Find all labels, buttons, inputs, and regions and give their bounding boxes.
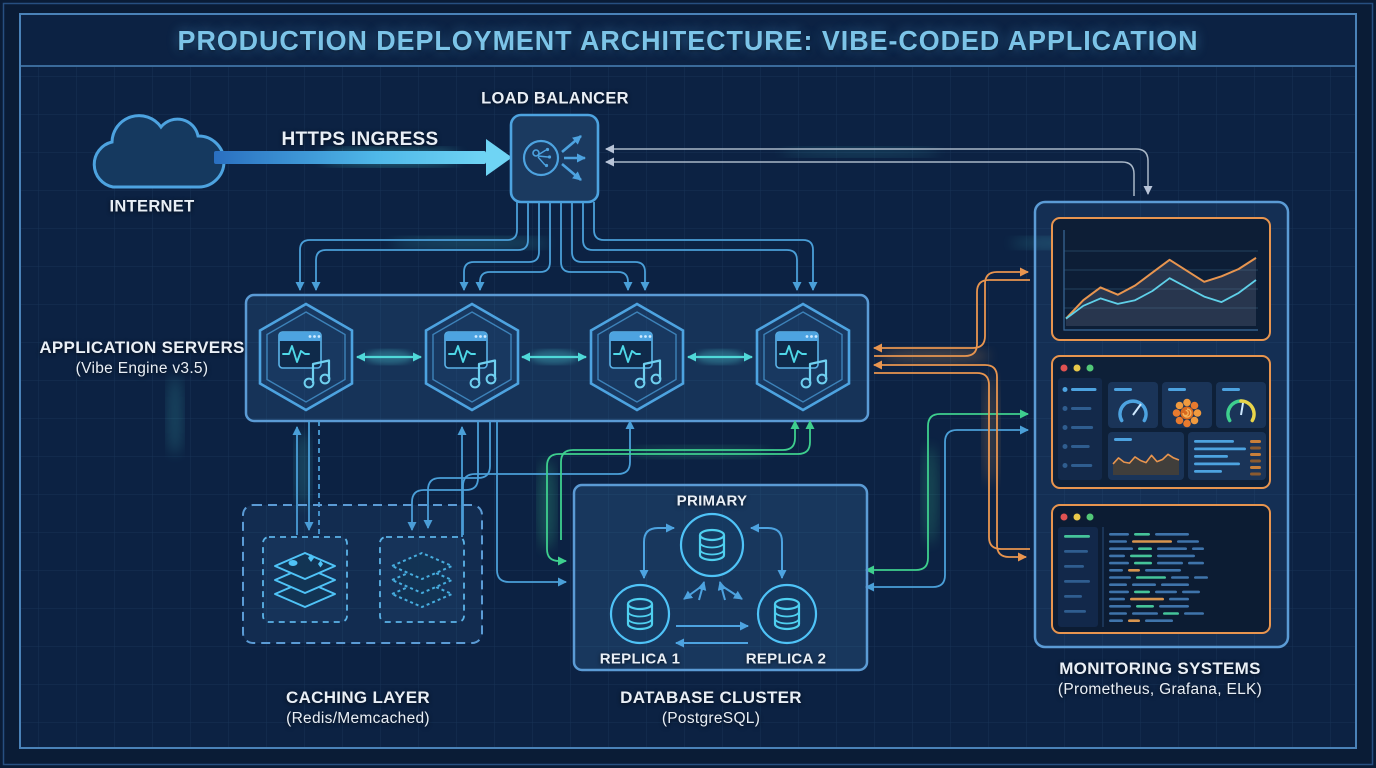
https-ingress-arrow (214, 139, 512, 176)
traffic-dot-red (1060, 364, 1068, 372)
diagram-title: PRODUCTION DEPLOYMENT ARCHITECTURE: VIBE… (177, 25, 1199, 56)
primary-db-label: PRIMARY (676, 492, 748, 510)
replica1-label: REPLICA 1 (599, 650, 681, 668)
grafana-area-tile (1108, 432, 1184, 480)
log-rows (1109, 533, 1208, 622)
grafana-dash-column (1250, 440, 1261, 476)
gauge-arc (1118, 399, 1148, 423)
gauge-tile-2 (1216, 382, 1266, 428)
traffic-dot-yellow (1073, 513, 1081, 521)
lb-to-app-connections (295, 202, 818, 291)
gauge-needle (1132, 403, 1142, 416)
internet-label: INTERNET (109, 197, 195, 216)
monitoring-label: MONITORING SYSTEMS (1059, 659, 1261, 678)
app-db-connections (462, 420, 815, 587)
https-ingress-label: HTTPS INGRESS (281, 129, 439, 150)
chart-area-fill (1066, 257, 1256, 326)
mini-area-line (1112, 453, 1180, 465)
grafana-logo-tile (1162, 382, 1212, 428)
app-cache-connections (292, 421, 491, 537)
chart-gridlines (1064, 250, 1258, 309)
database-cluster-label: DATABASE CLUSTER (620, 688, 802, 707)
replica2-label: REPLICA 2 (745, 650, 827, 668)
app-monitoring-connections (873, 267, 1030, 562)
lb-monitoring-connections (605, 144, 1153, 196)
load-balancer-icon (522, 135, 586, 181)
logs-sidebar-rows (1064, 535, 1090, 613)
cyan-series-line (1065, 277, 1257, 320)
app-servers-label: APPLICATION SERVERS (39, 338, 245, 357)
caching-layer-label: CACHING LAYER (285, 688, 431, 707)
app-servers-sublabel: (Vibe Engine v3.5) (75, 360, 209, 377)
traffic-dot-yellow (1073, 364, 1081, 372)
mini-area-fill (1113, 454, 1179, 475)
monitoring-sublabel: (Prometheus, Grafana, ELK) (1057, 681, 1263, 698)
orange-series-line (1065, 257, 1257, 320)
gauge-needle (1240, 402, 1244, 416)
database-cluster-box (572, 483, 869, 672)
chart-axes (1063, 230, 1258, 331)
caching-layer-box (242, 504, 483, 644)
logs-window (1051, 504, 1271, 634)
gauge-tile-1 (1108, 382, 1158, 428)
primary-db-node (679, 512, 745, 578)
replica2-db-node (756, 583, 818, 645)
caching-layer-sublabel: (Redis/Memcached) (286, 710, 430, 727)
grafana-sidebar-rows (1062, 387, 1097, 468)
traffic-dot-green (1086, 364, 1094, 372)
traffic-dot-green (1086, 513, 1094, 521)
app-servers-box (244, 293, 870, 423)
replication-arrows (639, 523, 787, 648)
monitoring-panel (1033, 200, 1290, 649)
grafana-text-tile (1188, 432, 1266, 480)
database-cluster-sublabel: (PostgreSQL) (661, 710, 761, 727)
prometheus-chart-window (1051, 217, 1271, 341)
load-balancer-box (509, 113, 600, 204)
grafana-logo-icon (1172, 398, 1202, 428)
replica1-db-node (609, 583, 671, 645)
redis-icon (274, 552, 336, 608)
grafana-window (1051, 355, 1271, 489)
traffic-dot-red (1060, 513, 1068, 521)
load-balancer-label: LOAD BALANCER (481, 89, 629, 108)
grafana-text-lines (1194, 440, 1246, 473)
